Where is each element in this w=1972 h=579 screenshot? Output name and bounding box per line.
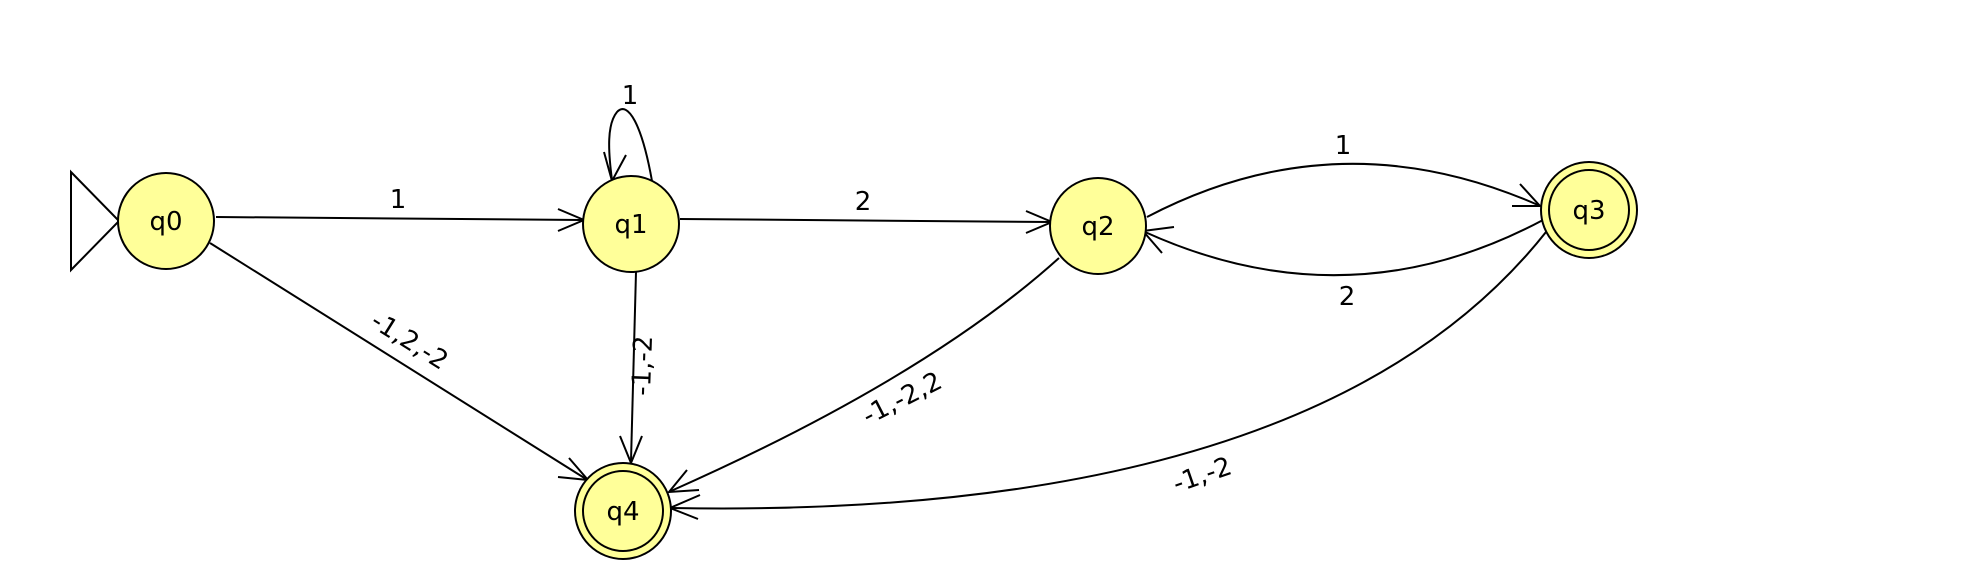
arrow-head xyxy=(1141,226,1175,254)
transition-q0-q4: -1,2,-2 xyxy=(209,242,591,482)
transition-q0-q1: 1 xyxy=(215,185,587,232)
edge-line xyxy=(671,231,1547,510)
edge-label: 2 xyxy=(855,187,872,217)
state-label: q0 xyxy=(149,207,182,237)
arrow-head xyxy=(667,494,701,520)
state-label: q1 xyxy=(614,210,647,240)
edge-label: 2 xyxy=(1339,282,1356,312)
transition-q3-q4: -1,-2 xyxy=(667,231,1547,520)
state-circle xyxy=(582,175,680,273)
edge-line xyxy=(1144,219,1544,277)
edge-label: -1,-2,2 xyxy=(858,366,947,431)
edge-line xyxy=(670,257,1060,492)
state-circle xyxy=(1049,177,1147,275)
edge-line xyxy=(608,108,653,182)
arrow-head xyxy=(1512,183,1543,207)
edge-line xyxy=(1146,162,1539,218)
edge-line xyxy=(215,216,583,221)
edge-line xyxy=(630,271,637,462)
state-q3: q3 xyxy=(1540,161,1638,259)
edge-label: 1 xyxy=(390,185,407,215)
edge-label: 1 xyxy=(1335,131,1352,161)
state-q1: q1 xyxy=(582,175,680,273)
state-label: q3 xyxy=(1572,196,1605,226)
transition-q1-q2: 2 xyxy=(679,187,1055,234)
transition-q1-q4: -1,-2 xyxy=(619,271,659,466)
transition-q2-q4: -1,-2,2 xyxy=(666,257,1060,494)
state-label: q2 xyxy=(1081,212,1114,242)
edge-label: 1 xyxy=(622,81,639,111)
state-circle-inner xyxy=(1548,169,1630,251)
edge-label: -1,2,-2 xyxy=(365,306,453,376)
transition-q1-q1: 1 xyxy=(603,81,653,184)
state-q0: q0 xyxy=(117,172,215,270)
transition-q2-q3: 1 xyxy=(1146,131,1543,218)
state-circle xyxy=(117,172,215,270)
edge-line xyxy=(679,218,1051,223)
edge-label: -1,-2 xyxy=(627,335,659,396)
edge-line xyxy=(209,242,587,480)
state-q2: q2 xyxy=(1049,177,1147,275)
state-q4: q4 xyxy=(574,462,672,560)
initial-state-marker xyxy=(70,169,121,273)
state-label: q4 xyxy=(606,497,639,527)
state-circle-inner xyxy=(582,470,664,552)
edge-label: -1,-2 xyxy=(1169,451,1236,499)
arrow-head xyxy=(666,469,700,494)
